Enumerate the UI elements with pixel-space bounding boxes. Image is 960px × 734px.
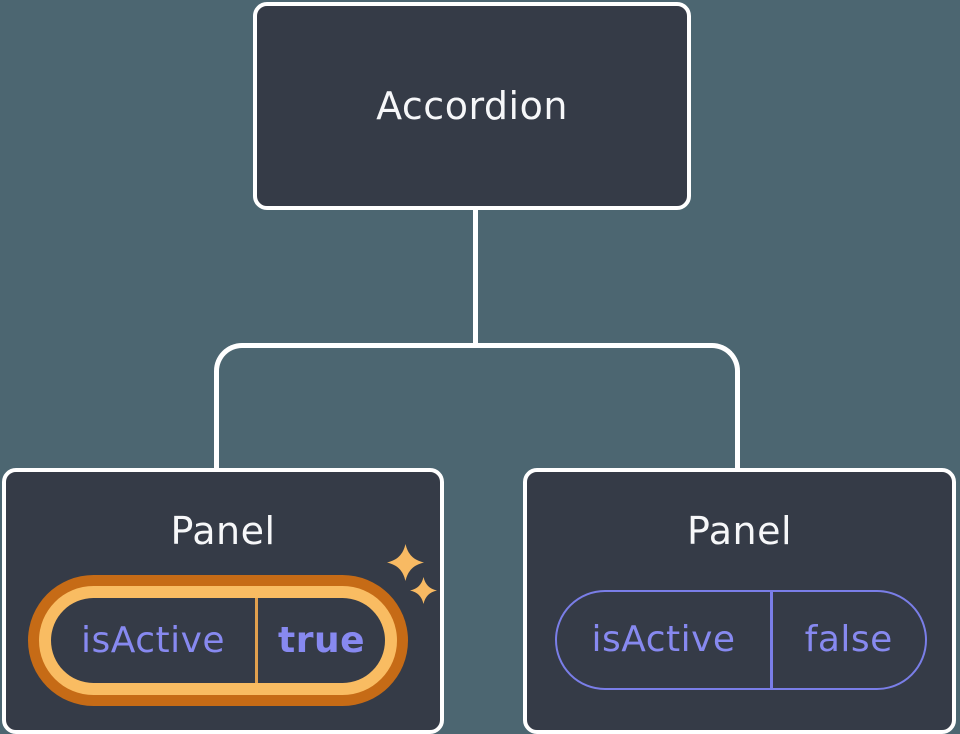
prop-pill-inactive: isActive false: [555, 590, 927, 690]
node-accordion: Accordion: [253, 2, 691, 210]
prop-value-label: false: [804, 619, 893, 660]
sparkle-icon: [410, 577, 437, 604]
prop-name-label: isActive: [80, 619, 226, 661]
prop-pill-active-inner-ring: isActive true: [39, 586, 397, 695]
sparkle-icon: [387, 544, 424, 581]
node-panel-active-label: Panel: [170, 509, 276, 553]
prop-name-label: isActive: [591, 619, 736, 660]
prop-pill-active-core: isActive true: [51, 598, 385, 683]
node-accordion-label: Accordion: [376, 84, 568, 128]
node-panel-inactive: Panel isActive false: [523, 468, 956, 734]
prop-pill-active: isActive true: [28, 575, 408, 706]
connector-root-stem: [473, 208, 478, 345]
node-panel-inactive-label: Panel: [686, 509, 792, 553]
prop-pill-divider: [770, 592, 773, 688]
connector-children-bracket: [214, 343, 740, 470]
node-panel-active: Panel isActive true: [2, 468, 444, 734]
prop-pill-divider: [255, 598, 258, 683]
prop-value-label: true: [277, 619, 365, 661]
